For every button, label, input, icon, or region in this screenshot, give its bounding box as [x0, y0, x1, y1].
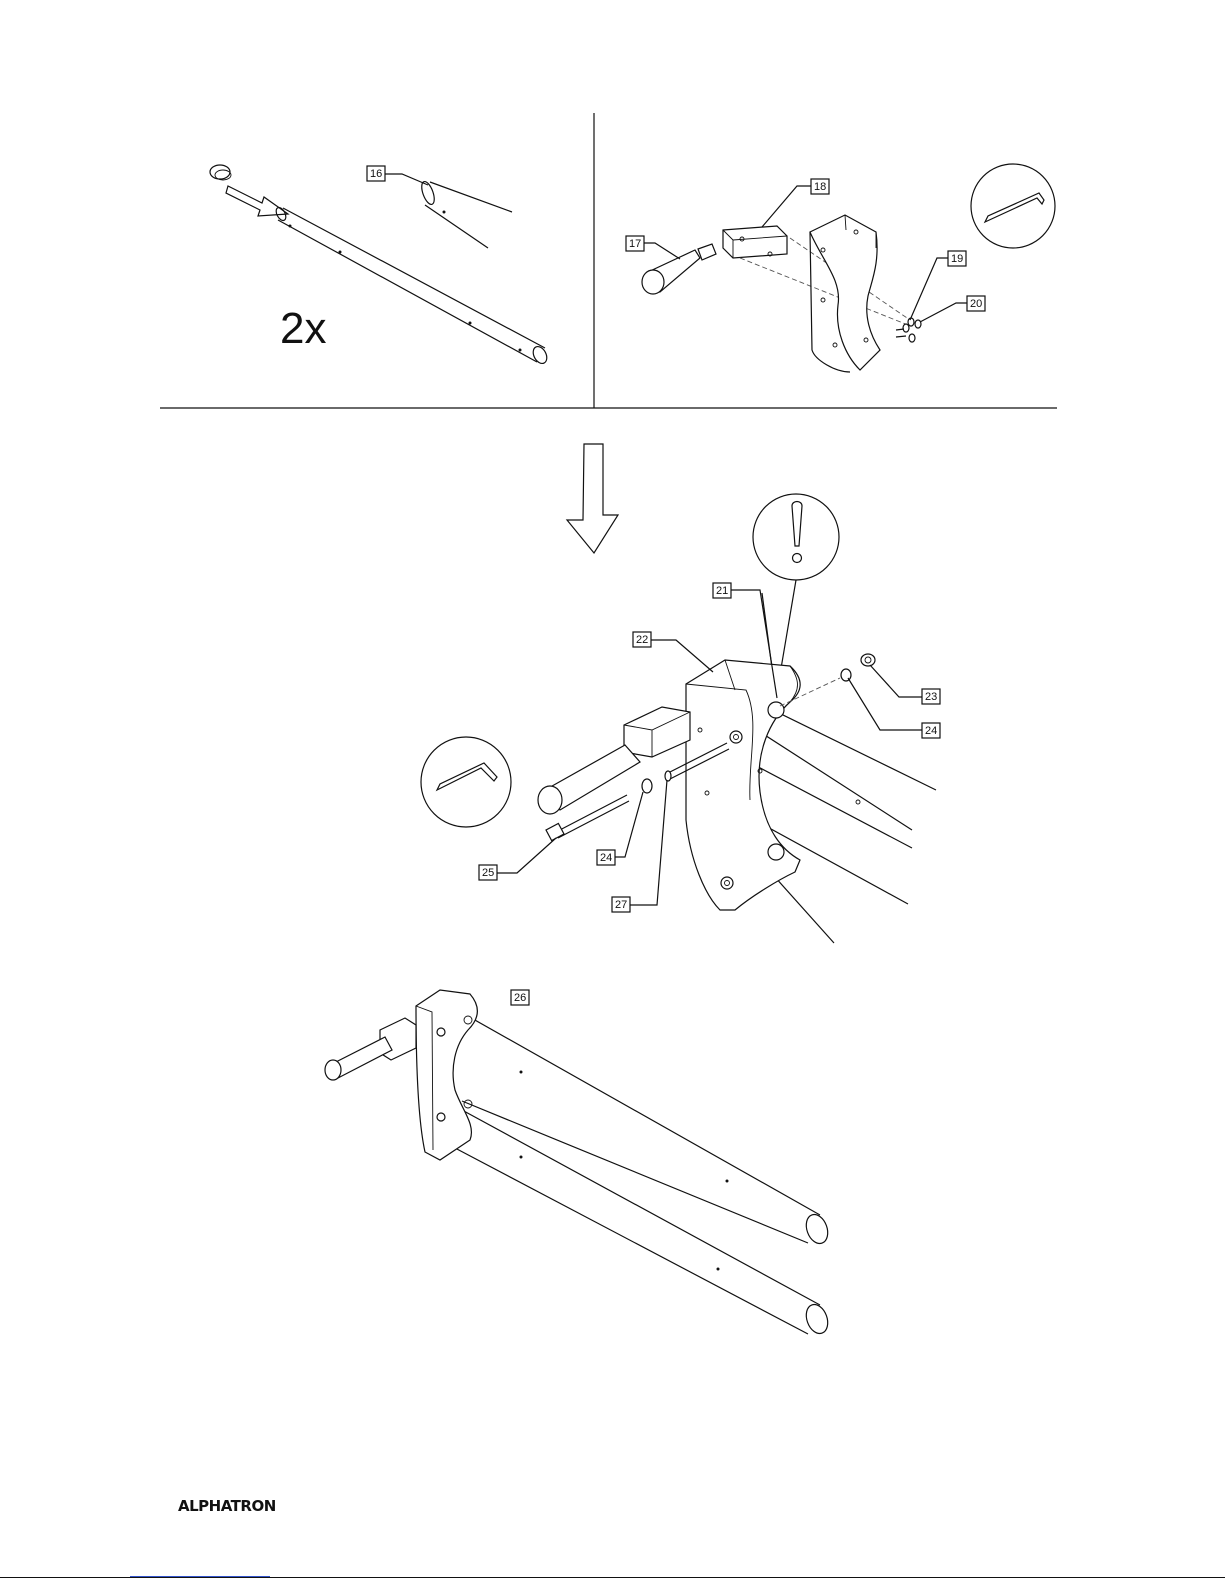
svg-text:20: 20 [970, 298, 982, 310]
handle-bracket-step [642, 164, 1055, 372]
down-arrow-icon [567, 444, 618, 553]
svg-text:21: 21 [716, 585, 728, 597]
footer-rule [0, 1577, 1225, 1578]
callout-22: 22 [633, 632, 651, 647]
callout-27: 27 [612, 897, 630, 912]
callout-24-right: 24 [922, 723, 940, 738]
svg-text:19: 19 [951, 253, 963, 265]
callout-24-left: 24 [597, 850, 615, 865]
svg-text:16: 16 [370, 168, 382, 180]
brand-logo: ALPHATRON [178, 1497, 276, 1515]
svg-text:26: 26 [514, 992, 526, 1004]
hex-key-icon [421, 737, 511, 827]
svg-text:17: 17 [629, 238, 641, 250]
svg-text:25: 25 [482, 867, 494, 879]
callout-23: 23 [922, 689, 940, 704]
callout-25: 25 [479, 865, 497, 880]
quantity-label: 2x [280, 304, 326, 353]
main-assembly [421, 494, 936, 943]
svg-text:27: 27 [615, 899, 627, 911]
svg-text:23: 23 [925, 691, 937, 703]
callout-18: 18 [762, 179, 829, 227]
callout-16: 16 [367, 166, 428, 185]
callout-20: 20 [920, 296, 985, 322]
assembled-frame [325, 990, 832, 1337]
svg-text:22: 22 [636, 634, 648, 646]
callout-21: 21 [713, 583, 731, 598]
insert-arrow-icon [226, 186, 288, 216]
svg-text:18: 18 [814, 181, 826, 193]
svg-text:24: 24 [925, 725, 937, 737]
callout-19: 19 [910, 251, 966, 320]
tube-end-cap-step [210, 165, 550, 366]
callout-17: 17 [626, 236, 680, 259]
callout-26: 26 [511, 990, 529, 1005]
footer-link-underline[interactable] [130, 1576, 270, 1577]
svg-text:24: 24 [600, 852, 612, 864]
